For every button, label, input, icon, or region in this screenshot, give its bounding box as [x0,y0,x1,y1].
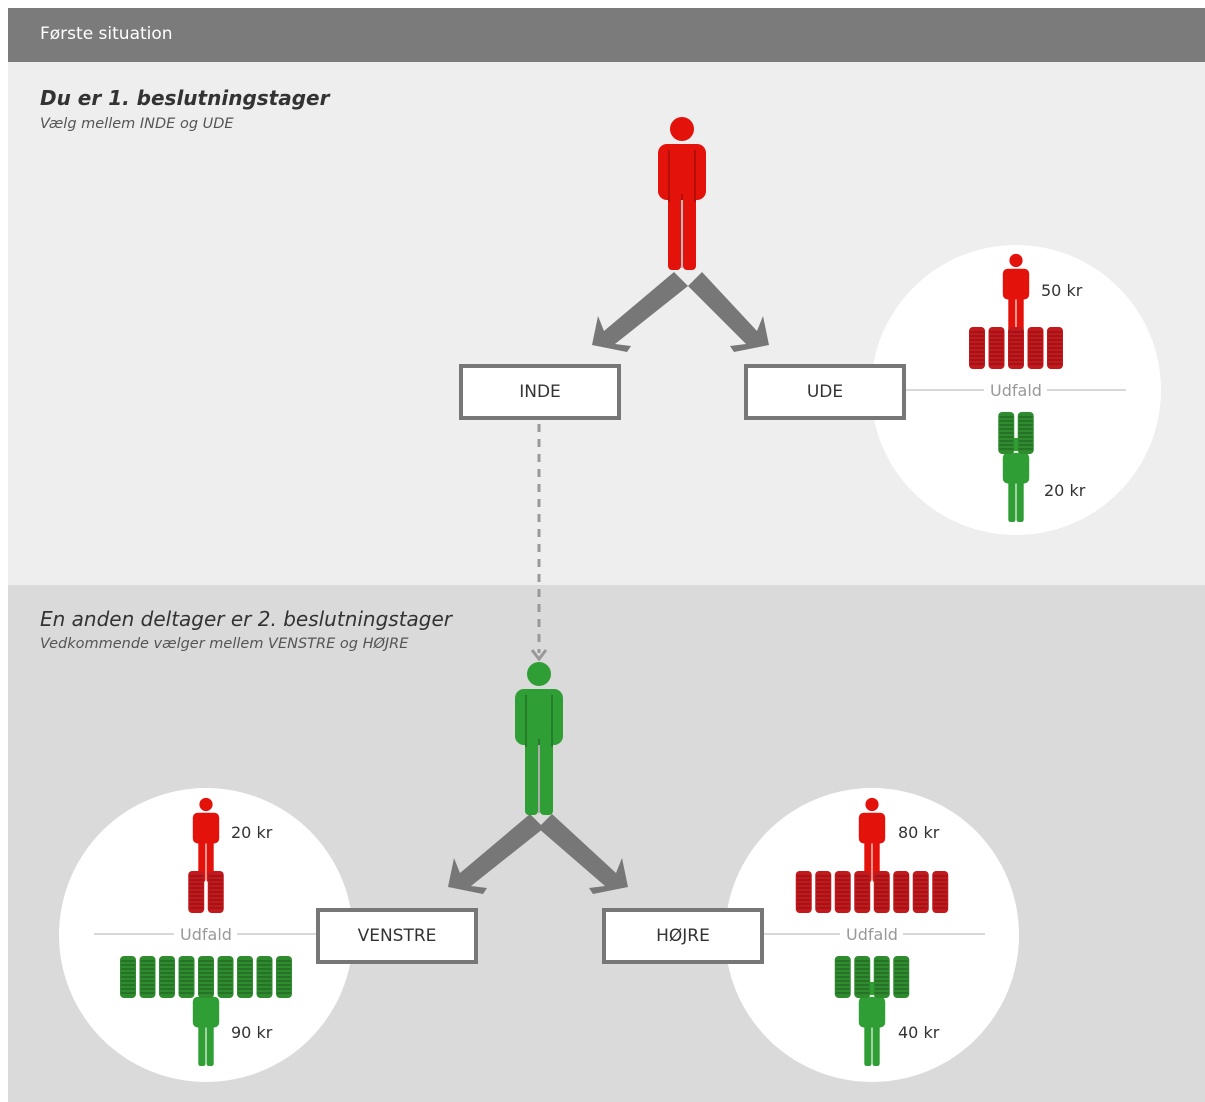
hojre-green-coin-stack-icon [834,956,851,998]
section2-title: En anden deltager er 2. beslutningstager [40,607,453,631]
outcome-circle-ude [871,245,1161,535]
header-bar: Første situation [8,8,1205,62]
hojre-red-amount: 80 kr [898,823,940,842]
venstre-green-coin-stack-icon [217,956,234,998]
option-box-venstre [316,908,478,964]
arrow-to-venstre-icon [448,814,544,894]
hojre-red-coin-stack-icon [795,871,812,913]
arrow-to-ude-icon [688,272,769,352]
udfald-label-ude: Udfald [990,381,1042,400]
hojre-red-coin-stack-icon [834,871,851,913]
udfald-label-hojre: Udfald [846,925,898,944]
hojre-green-coin-stack-icon [873,956,890,998]
ude-red-amount: 50 kr [1041,281,1083,300]
hojre-green-coin-stack-icon [854,956,871,998]
hojre-green-amount: 40 kr [898,1023,940,1042]
ude-green-coin-stack-icon [1017,412,1034,454]
section2-subtitle: Vedkommende vælger mellem VENSTRE og HØJ… [40,636,409,652]
ude-green-coin-stack-icon [998,412,1015,454]
header-title: Første situation [40,24,173,44]
option-box-inde [459,364,621,420]
venstre-green-coin-stack-icon [159,956,175,998]
ude-red-coin-stack-icon [1047,327,1063,369]
coin-stacks [120,327,1063,998]
hojre-red-coin-stack-icon [815,871,832,913]
option-label-venstre: VENSTRE [358,926,437,946]
arrow-to-inde-icon [592,272,688,352]
venstre-green-coin-stack-icon [198,956,214,998]
outcome-circle-hojre [725,788,1019,1082]
ude-green-amount: 20 kr [1044,481,1086,500]
outcome-circle-venstre [59,788,353,1082]
option-label-inde: INDE [519,382,561,402]
hojre-red-coin-stack-icon [912,871,929,913]
venstre-green-coin-stack-icon [139,956,156,998]
venstre-red-coin-stack-icon [207,871,224,913]
decision-tree-diagram: Udfald Udfald Udfald INDE UDE VENSTRE HØ… [59,117,1161,1082]
venstre-green-coin-stack-icon [178,956,195,998]
venstre-green-coin-stack-icon [237,956,253,998]
option-label-hojre: HØJRE [656,926,710,946]
hojre-red-coin-stack-icon [873,871,890,913]
udfald-label-venstre: Udfald [180,925,232,944]
arrow-to-hojre-icon [538,814,628,894]
venstre-green-amount: 90 kr [231,1023,273,1042]
ude-red-coin-stack-icon [1027,327,1044,369]
venstre-green-coin-stack-icon [256,956,273,998]
infographic-frame: Første situation Du er 1. beslutningstag… [8,8,1205,1102]
ude-red-coin-stack-icon [988,327,1005,369]
venstre-red-coin-stack-icon [188,871,205,913]
option-box-ude [744,364,906,420]
decision-maker-1-person-red-icon [658,117,706,270]
venstre-red-amount: 20 kr [231,823,273,842]
section1-subtitle: Vælg mellem INDE og UDE [40,116,234,132]
hojre-green-coin-stack-icon [893,956,910,998]
option-label-ude: UDE [807,382,843,402]
ude-red-coin-stack-icon [969,327,985,369]
ude-red-coin-stack-icon [1008,327,1024,369]
decision-maker-2-person-green-icon [515,662,563,815]
section1-title: Du er 1. beslutningstager [40,86,330,110]
hojre-red-coin-stack-icon [932,871,949,913]
venstre-green-coin-stack-icon [276,956,292,998]
venstre-green-coin-stack-icon [120,956,136,998]
hojre-red-coin-stack-icon [854,871,871,913]
option-box-hojre [602,908,764,964]
hojre-red-coin-stack-icon [893,871,910,913]
dashed-arrowhead-icon [530,649,548,662]
